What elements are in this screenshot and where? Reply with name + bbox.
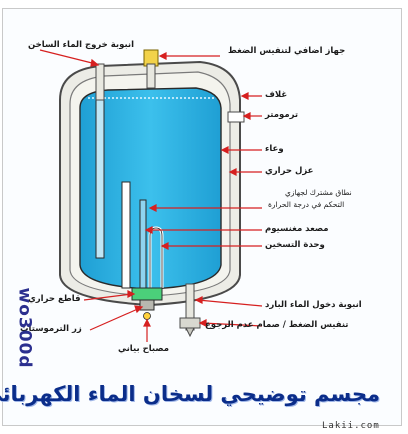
label-thermometer: ترمومتر — [265, 110, 299, 120]
label-indicator-lamp: مصباح بياني — [118, 344, 170, 354]
leader-arrows — [39, 49, 263, 342]
label-pressure-device: جهاز اضافي لتنفيس الضغط — [228, 46, 346, 56]
label-insulation: عزل حراري — [265, 166, 314, 176]
label-hot-outlet: انبوبة خروج الماء الساخن — [28, 40, 135, 50]
label-shared-pipe-line2: التحكم في درجة الحرارة — [268, 200, 345, 209]
relief-valve-body — [179, 317, 201, 329]
thermal-cutout — [131, 287, 163, 301]
watermark-text: wo300d — [14, 287, 35, 369]
label-magnesium-anode: مصعد مغنسيوم — [265, 224, 329, 234]
magnesium-anode — [139, 199, 147, 289]
label-casing: غلاف — [265, 90, 288, 100]
label-thermal-cutout: قاطع حراري — [28, 294, 81, 304]
thermostat-knob-housing — [139, 299, 155, 311]
diagram-caption: مجسم توضيحي لسخان الماء الكهربائي — [0, 382, 380, 406]
label-thermostat-button: زر الترموستات — [20, 324, 82, 334]
label-cold-inlet: انبوبة دخول الماء البارد — [265, 300, 362, 310]
label-heating-unit: وحدة التسخين — [265, 240, 325, 250]
indicator-lamp-shape — [143, 312, 151, 320]
label-relief-valve: تنفيس الضغط / صمام عدم الرجوع — [205, 320, 349, 330]
thermometer-body — [227, 111, 245, 123]
pressure-device-stem — [146, 63, 156, 89]
site-mark: Lakii.com — [322, 421, 380, 431]
label-shared-pipe-line1: نطاق مشترك لجهازي — [285, 188, 352, 197]
hot-outlet-inner-pipe — [95, 97, 105, 259]
thermostat-tube — [121, 181, 131, 289]
relief-valve-drain — [185, 327, 195, 338]
label-vessel: وعاء — [265, 144, 284, 154]
hot-outlet-top-pipe — [95, 63, 105, 101]
